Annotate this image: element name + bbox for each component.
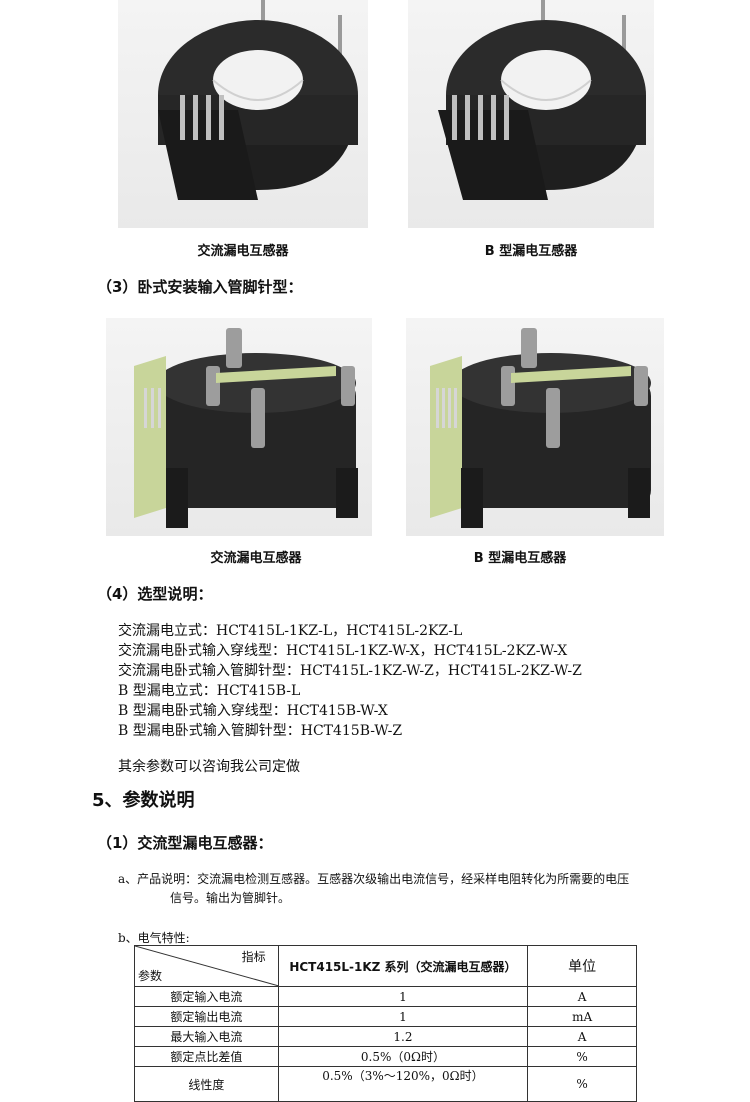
param-cell: 额定输出电流 [134, 1006, 279, 1027]
param-cell: 额定点比差值 [134, 1046, 279, 1067]
custom-note: 其余参数可以咨询我公司定做 [118, 759, 300, 775]
product-description-line2: 信号。输出为管脚针。 [170, 891, 291, 905]
caption-ac-vertical: 交流漏电互感器 [197, 244, 289, 259]
table-row: 最大输入电流 1.2 A [134, 1026, 637, 1047]
product-photo-b-vertical [408, 0, 654, 228]
table-row: 线性度 0.5%（3%～120%，0Ω时） % [134, 1066, 637, 1102]
vertical-transformer-b-image [438, 0, 646, 200]
table-row: 额定输入电流 1 A [134, 986, 637, 1007]
selection-line: B 型漏电卧式输入管脚针型：HCT415B-W-Z [118, 723, 403, 739]
corner-bottom-label: 参数 [138, 969, 163, 983]
selection-line: 交流漏电卧式输入穿线型：HCT415L-1KZ-W-X，HCT415L-2KZ-… [118, 643, 568, 659]
electrical-characteristics-label: b、电气特性: [118, 931, 190, 945]
horizontal-transformer-b-image [430, 328, 651, 528]
product-photo-ac-horizontal [106, 318, 372, 536]
table-header-row: 指标 参数 HCT415L-1KZ 系列（交流漏电互感器） 单位 [134, 945, 637, 987]
caption-b-vertical: B 型漏电互感器 [484, 244, 578, 259]
table-header-series: HCT415L-1KZ 系列（交流漏电互感器） [277, 945, 529, 987]
section-5-1-title: （1）交流型漏电互感器： [97, 834, 273, 852]
value-cell: 0.5%（0Ω时） [277, 1046, 529, 1067]
product-photo-b-horizontal [406, 318, 664, 536]
selection-line: B 型漏电卧式输入穿线型：HCT415B-W-X [118, 703, 388, 719]
vertical-transformer-ac-image [158, 0, 358, 200]
param-cell: 线性度 [134, 1066, 279, 1102]
table-row: 额定输出电流 1 mA [134, 1006, 637, 1027]
param-cell: 额定输入电流 [134, 986, 279, 1007]
value-cell: 0.5%（3%～120%，0Ω时） [277, 1066, 529, 1102]
selection-line: B 型漏电立式：HCT415B-L [118, 683, 301, 699]
horizontal-transformer-ac-image [134, 328, 358, 528]
product-description-line1: a、产品说明：交流漏电检测互感器。互感器次级输出电流信号，经采样电阻转化为所需要… [118, 872, 630, 886]
corner-top-label: 指标 [241, 950, 266, 964]
selection-line: 交流漏电立式：HCT415L-1KZ-L，HCT415L-2KZ-L [118, 623, 463, 639]
unit-cell: % [527, 1046, 637, 1067]
section-4-title: （4）选型说明： [97, 585, 213, 603]
table-header-unit: 单位 [527, 945, 637, 987]
selection-line: 交流漏电卧式输入管脚针型：HCT415L-1KZ-W-Z，HCT415L-2KZ… [118, 663, 582, 679]
table-corner-cell: 指标 参数 [134, 945, 279, 987]
table-row: 额定点比差值 0.5%（0Ω时） % [134, 1046, 637, 1067]
caption-ac-horizontal: 交流漏电互感器 [210, 551, 302, 566]
value-cell: 1 [277, 986, 529, 1007]
unit-cell: % [527, 1066, 637, 1102]
product-photo-ac-vertical [118, 0, 368, 228]
section-3-title: （3）卧式安装输入管脚针型： [97, 278, 303, 296]
caption-b-horizontal: B 型漏电互感器 [473, 551, 567, 566]
value-cell: 1 [277, 1006, 529, 1027]
value-cell: 1.2 [277, 1026, 529, 1047]
diagonal-divider [135, 946, 279, 986]
section-5-title: 5、参数说明 [92, 790, 195, 811]
unit-cell: mA [527, 1006, 637, 1027]
electrical-spec-table: 指标 参数 HCT415L-1KZ 系列（交流漏电互感器） 单位 额定输入电流 … [134, 945, 637, 1102]
unit-cell: A [527, 986, 637, 1007]
unit-cell: A [527, 1026, 637, 1047]
param-cell: 最大输入电流 [134, 1026, 279, 1047]
